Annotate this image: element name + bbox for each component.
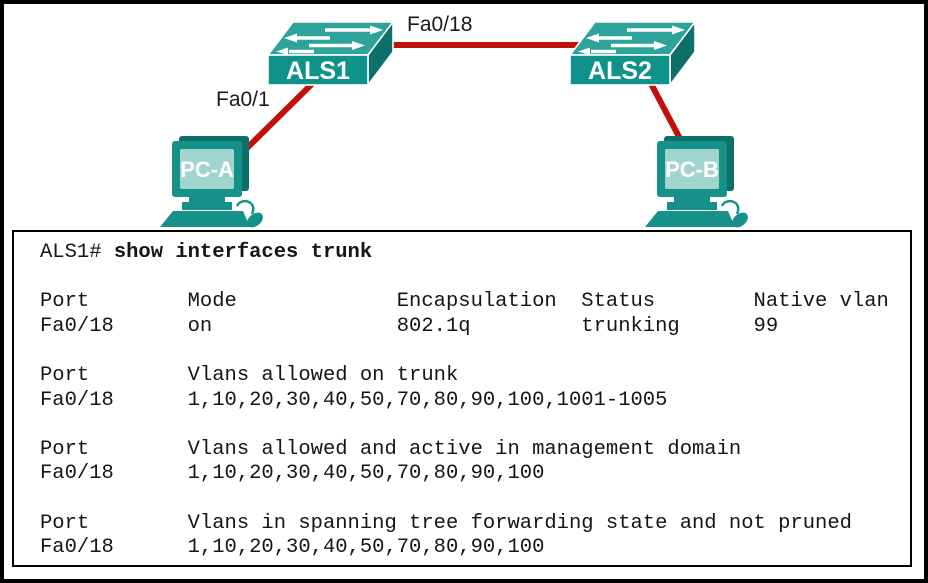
link-als1-pca <box>240 75 321 155</box>
pc-a-label: PC-A <box>180 157 234 182</box>
pc-pedestal <box>189 195 225 202</box>
network-topology-diagram: ALS1 ALS2 PC-A <box>160 13 748 228</box>
traffic-arrows-icon <box>578 25 685 55</box>
vlans-stp-section: Port Vlans in spanning tree forwarding s… <box>40 511 852 560</box>
vlans-active-section: Port Vlans allowed and active in managem… <box>40 437 742 486</box>
mouse-icon <box>732 212 748 228</box>
mouse-cable <box>720 199 740 215</box>
switch-als2: ALS2 <box>568 19 697 88</box>
pc-pedestal-lower <box>667 202 717 210</box>
pc-screen <box>665 149 719 189</box>
cli-prompt: ALS1# <box>40 241 114 264</box>
terminal-output: ALS1# show interfaces trunk Port Mode En… <box>14 232 910 561</box>
switch-front-face <box>267 54 369 86</box>
pc-base <box>160 211 250 227</box>
console-output-panel: ALS1# show interfaces trunk Port Mode En… <box>12 230 912 567</box>
switch-als2-label: ALS2 <box>588 57 652 85</box>
pc-b: PC-B <box>645 136 748 228</box>
traffic-arrows-icon <box>276 25 383 55</box>
pc-a: PC-A <box>160 136 263 228</box>
link-label-fa0-18: Fa0/18 <box>407 13 472 36</box>
switch-als1: ALS1 <box>266 19 395 88</box>
pc-base <box>645 211 735 227</box>
link-label-fa0-1: Fa0/1 <box>216 88 270 111</box>
switch-als1-label: ALS1 <box>286 57 350 85</box>
vlans-allowed-section: Port Vlans allowed on trunk Fa0/18 1,10,… <box>40 363 668 412</box>
pc-b-label: PC-B <box>665 157 719 182</box>
mouse-cable <box>235 199 255 215</box>
mouse-icon <box>247 212 263 228</box>
pc-screen <box>180 149 234 189</box>
pc-pedestal <box>674 195 710 202</box>
pc-pedestal-lower <box>182 202 232 210</box>
trunk-status-section: Port Mode Encapsulation Status Native vl… <box>40 290 889 338</box>
switch-front-face <box>569 54 671 86</box>
cli-command: show interfaces trunk <box>113 241 373 264</box>
